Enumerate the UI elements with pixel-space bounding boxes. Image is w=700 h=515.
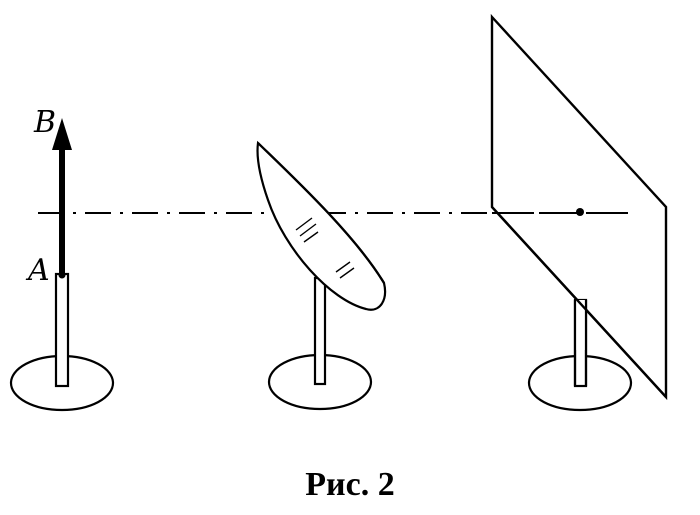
object-stand: [9, 272, 115, 412]
lens: [256, 140, 387, 311]
point-a-label: A: [25, 253, 50, 288]
image-point: [576, 208, 584, 216]
lens-glare-1: [295, 217, 313, 231]
point-b-label: B: [33, 105, 56, 140]
object-arrow: [52, 118, 72, 279]
figure-caption: Рис. 2: [305, 466, 395, 503]
object-stand-rod: [54, 272, 70, 388]
lens-glare-4: [335, 261, 351, 273]
lens-glare-2: [299, 223, 317, 237]
lens-stand-rod: [313, 276, 327, 386]
lens-glare-5: [339, 267, 355, 279]
lens-glare-3: [303, 231, 319, 243]
arrow-head: [52, 118, 72, 150]
point-a-marker: [58, 271, 66, 279]
lens-rim: [257, 142, 385, 284]
screen-rod-front: [575, 300, 586, 350]
